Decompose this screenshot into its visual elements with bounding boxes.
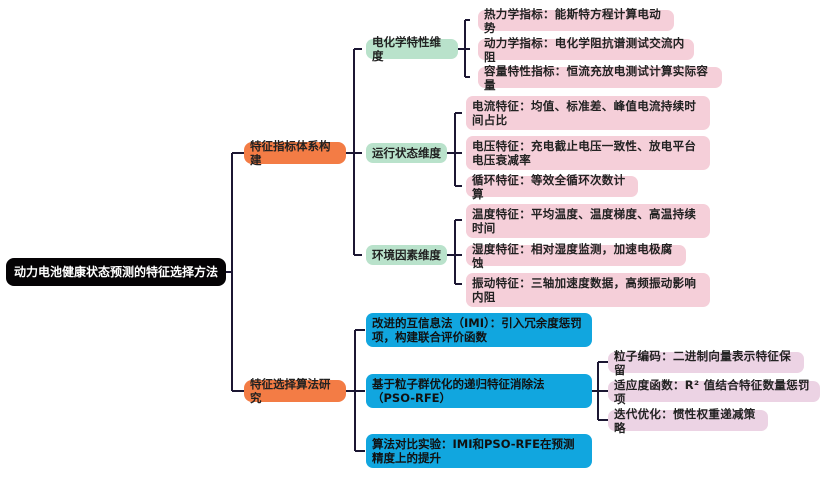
dimension-runtime[interactable]: 运行状态维度 bbox=[366, 143, 447, 163]
branch-feature-system[interactable]: 特征指标体系构建 bbox=[244, 139, 346, 167]
leaf-label: 湿度特征：相对湿度监测，加速电极腐蚀 bbox=[472, 241, 673, 270]
leaf-fitness-function[interactable]: 适应度函数：R² 值结合特征数量惩罚项 bbox=[608, 378, 820, 406]
root-label: 动力电池健康状态预测的特征选择方法 bbox=[13, 265, 218, 279]
leaf-label: 迭代优化：惯性权重递减策略 bbox=[614, 406, 756, 435]
connector-echem bbox=[458, 19, 470, 78]
method-label: 算法对比实验：IMI和PSO-RFE在预测精度上的提升 bbox=[372, 437, 575, 465]
dimension-electrochemical[interactable]: 电化学特性维度 bbox=[366, 35, 458, 63]
leaf-thermodynamic[interactable]: 热力学指标：能斯特方程计算电动势 bbox=[478, 7, 674, 35]
leaf-temperature[interactable]: 温度特征：平均温度、温度梯度、高温持续时间 bbox=[466, 204, 710, 238]
leaf-label: 电压特征：充电截止电压一致性、放电平台电压衰减率 bbox=[472, 139, 697, 167]
leaf-kinetic[interactable]: 动力学指标：电化学阻抗谱测试交流内阻 bbox=[478, 36, 694, 64]
method-comparison[interactable]: 算法对比实验：IMI和PSO-RFE在预测精度上的提升 bbox=[366, 434, 592, 468]
leaf-label: 粒子编码：二进制向量表示特征保留 bbox=[614, 348, 791, 377]
method-imi[interactable]: 改进的互信息法（IMI）：引入冗余度惩罚项，构建联合评价函数 bbox=[366, 313, 592, 347]
leaf-voltage[interactable]: 电压特征：充电截止电压一致性、放电平台电压衰减率 bbox=[466, 136, 710, 170]
leaf-humidity[interactable]: 湿度特征：相对湿度监测，加速电极腐蚀 bbox=[466, 242, 686, 270]
leaf-label: 容量特性指标：恒流充放电测试计算实际容量 bbox=[484, 63, 709, 92]
leaf-label: 温度特征：平均温度、温度梯度、高温持续时间 bbox=[472, 207, 697, 235]
branch-selection-algorithm[interactable]: 特征选择算法研究 bbox=[244, 377, 346, 405]
connector-root bbox=[226, 152, 244, 392]
branch-label: 特征指标体系构建 bbox=[250, 139, 331, 167]
leaf-label: 动力学指标：电化学阻抗谱测试交流内阻 bbox=[484, 35, 685, 64]
method-label: 基于粒子群优化的递归特征消除法（PSO-RFE） bbox=[372, 377, 545, 405]
dimension-environment[interactable]: 环境因素维度 bbox=[366, 245, 447, 265]
leaf-current[interactable]: 电流特征：均值、标准差、峰值电流持续时间占比 bbox=[466, 96, 710, 130]
leaf-label: 热力学指标：能斯特方程计算电动势 bbox=[484, 6, 661, 35]
leaf-particle-encoding[interactable]: 粒子编码：二进制向量表示特征保留 bbox=[608, 349, 804, 377]
leaf-label: 电流特征：均值、标准差、峰值电流持续时间占比 bbox=[472, 99, 697, 127]
method-pso-rfe[interactable]: 基于粒子群优化的递归特征消除法（PSO-RFE） bbox=[366, 374, 592, 408]
connector-branch1 bbox=[346, 48, 362, 256]
dimension-label: 环境因素维度 bbox=[372, 248, 441, 262]
connector-branch2 bbox=[346, 329, 365, 452]
connector-pso bbox=[592, 361, 608, 421]
dimension-label: 运行状态维度 bbox=[372, 146, 441, 160]
leaf-capacity[interactable]: 容量特性指标：恒流充放电测试计算实际容量 bbox=[478, 64, 722, 92]
leaf-vibration[interactable]: 振动特征：三轴加速度数据，高频振动影响内阻 bbox=[466, 273, 710, 307]
root-node[interactable]: 动力电池健康状态预测的特征选择方法 bbox=[6, 258, 226, 286]
leaf-label: 适应度函数：R² 值结合特征数量惩罚项 bbox=[614, 377, 810, 406]
method-label: 改进的互信息法（IMI）：引入冗余度惩罚项，构建联合评价函数 bbox=[372, 316, 582, 344]
connector-runtime bbox=[447, 112, 462, 187]
dimension-label: 电化学特性维度 bbox=[372, 35, 441, 63]
leaf-cycle[interactable]: 循环特征：等效全循环次数计算 bbox=[466, 173, 638, 201]
leaf-label: 振动特征：三轴加速度数据，高频振动影响内阻 bbox=[472, 276, 697, 304]
branch-label: 特征选择算法研究 bbox=[250, 377, 331, 405]
leaf-label: 循环特征：等效全循环次数计算 bbox=[472, 172, 626, 201]
connector-env bbox=[447, 219, 462, 285]
leaf-iterative-optimization[interactable]: 迭代优化：惯性权重递减策略 bbox=[608, 407, 768, 435]
